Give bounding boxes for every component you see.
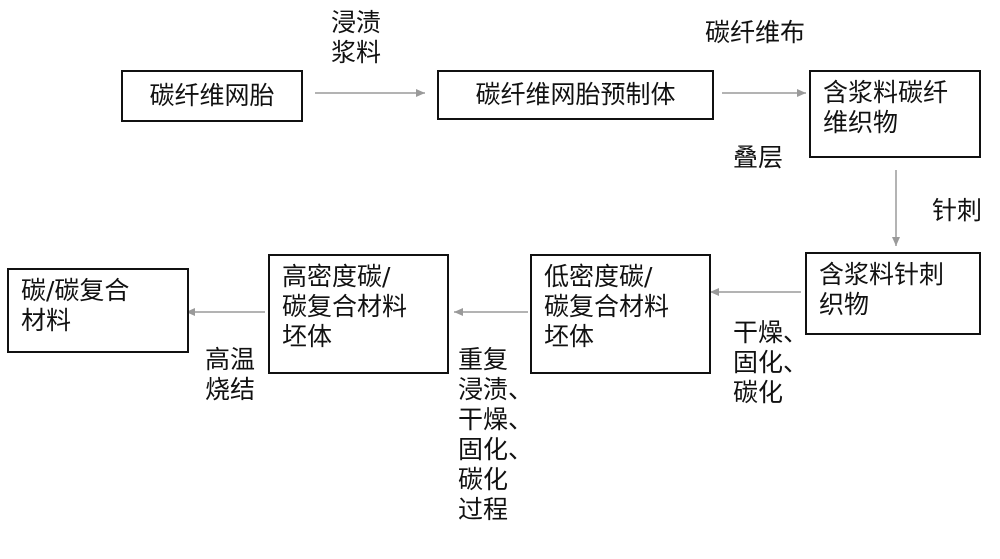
- label-dry-cure-carbonize: 干燥、 固化、 碳化: [733, 318, 809, 407]
- node-needled-fabric: 含浆料针刺 织物: [805, 252, 981, 335]
- label-impregnate-slurry: 浸渍 浆料: [331, 8, 382, 67]
- label-needling: 针刺: [932, 196, 983, 225]
- node-cc-composite-label: 碳/碳复合 材料: [21, 276, 130, 335]
- label-high-temp-sinter: 高温 烧结: [205, 345, 256, 404]
- label-carbon-fiber-cloth: 碳纤维布: [705, 18, 806, 47]
- node-slurry-fabric-label: 含浆料碳纤 维织物: [823, 78, 949, 137]
- label-repeat-process: 重复 浸渍、 干燥、 固化、 碳化 过程: [458, 345, 534, 524]
- node-high-density-body-label: 高密度碳/ 碳复合材料 坯体: [282, 262, 408, 351]
- node-cc-composite: 碳/碳复合 材料: [7, 268, 189, 353]
- node-low-density-body: 低密度碳/ 碳复合材料 坯体: [530, 254, 711, 374]
- node-high-density-body: 高密度碳/ 碳复合材料 坯体: [268, 254, 449, 374]
- node-slurry-fabric: 含浆料碳纤 维织物: [809, 70, 981, 158]
- label-stacking: 叠层: [733, 143, 784, 172]
- node-carbon-fiber-mat-label: 碳纤维网胎: [149, 81, 275, 110]
- node-carbon-fiber-mat: 碳纤维网胎: [121, 70, 303, 122]
- node-mat-preform: 碳纤维网胎预制体: [437, 70, 714, 120]
- node-needled-fabric-label: 含浆料针刺 织物: [819, 260, 945, 319]
- node-low-density-body-label: 低密度碳/ 碳复合材料 坯体: [544, 262, 670, 351]
- node-mat-preform-label: 碳纤维网胎预制体: [475, 80, 676, 109]
